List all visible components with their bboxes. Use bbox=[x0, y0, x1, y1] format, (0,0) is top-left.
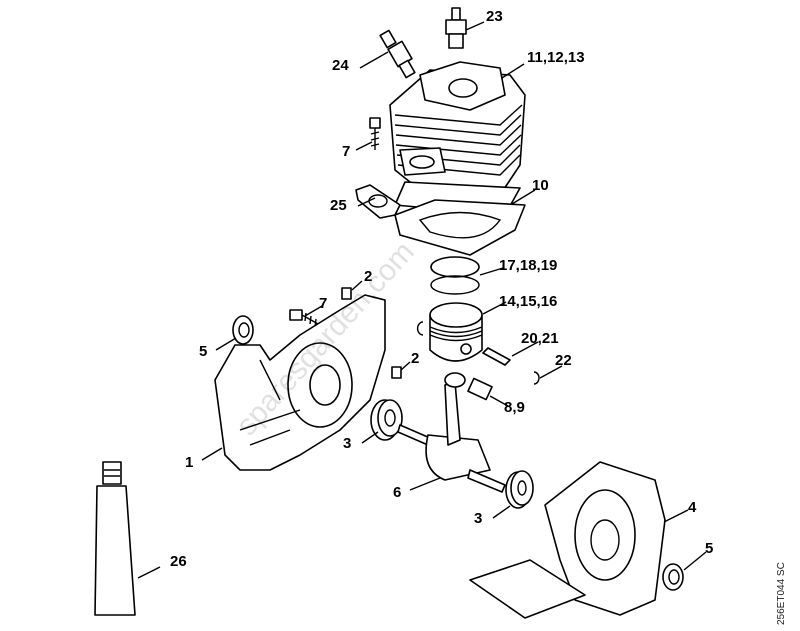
callout-25: 25 bbox=[330, 197, 347, 214]
piston bbox=[429, 302, 483, 362]
diagram-code: 256ET044 SC bbox=[776, 562, 787, 625]
cylinder-gasket bbox=[394, 199, 526, 256]
ball-bearing bbox=[370, 399, 403, 441]
oil-seal bbox=[232, 315, 254, 345]
callout-5-right: 5 bbox=[705, 540, 714, 557]
callout-7-top: 7 bbox=[342, 143, 351, 160]
callout-10: 10 bbox=[532, 177, 549, 194]
muffler-gasket bbox=[355, 184, 401, 219]
callout-2-top: 2 bbox=[364, 268, 373, 285]
callout-6: 6 bbox=[393, 484, 402, 501]
crankshaft bbox=[397, 372, 506, 493]
callout-26: 26 bbox=[170, 553, 187, 570]
callout-22: 22 bbox=[555, 352, 572, 369]
circlip bbox=[416, 321, 424, 336]
decompression-valve bbox=[379, 29, 416, 79]
callout-11-12-13: 11,12,13 bbox=[527, 49, 585, 66]
callout-1: 1 bbox=[185, 454, 194, 471]
needle-cage bbox=[467, 377, 493, 401]
screw bbox=[369, 117, 381, 150]
ball-bearing bbox=[505, 470, 534, 509]
callout-17-18-19: 17,18,19 bbox=[499, 257, 558, 274]
screw bbox=[289, 309, 321, 328]
callout-24: 24 bbox=[332, 57, 349, 74]
callout-3-right: 3 bbox=[474, 510, 483, 527]
crankcase-half bbox=[214, 294, 386, 471]
crankcase-housing bbox=[469, 461, 666, 619]
cylinder bbox=[389, 61, 526, 216]
callout-23: 23 bbox=[486, 8, 503, 25]
callout-14-15-16: 14,15,16 bbox=[499, 293, 558, 310]
callout-3-left: 3 bbox=[343, 435, 352, 452]
callout-7-mid: 7 bbox=[319, 295, 328, 312]
grease-tube bbox=[94, 461, 136, 616]
leader-lines bbox=[137, 21, 707, 579]
piston-ring bbox=[430, 256, 480, 278]
spark-plug bbox=[445, 7, 467, 49]
circlip bbox=[533, 371, 540, 385]
sleeve bbox=[391, 366, 402, 379]
piston-pin bbox=[482, 347, 511, 366]
callout-5-left: 5 bbox=[199, 343, 208, 360]
callout-20-21: 20,21 bbox=[521, 330, 559, 347]
oil-seal bbox=[662, 563, 684, 591]
callout-4: 4 bbox=[688, 499, 697, 516]
callout-2-mid: 2 bbox=[411, 350, 420, 367]
callout-8-9: 8,9 bbox=[504, 399, 525, 416]
sleeve bbox=[341, 287, 352, 300]
